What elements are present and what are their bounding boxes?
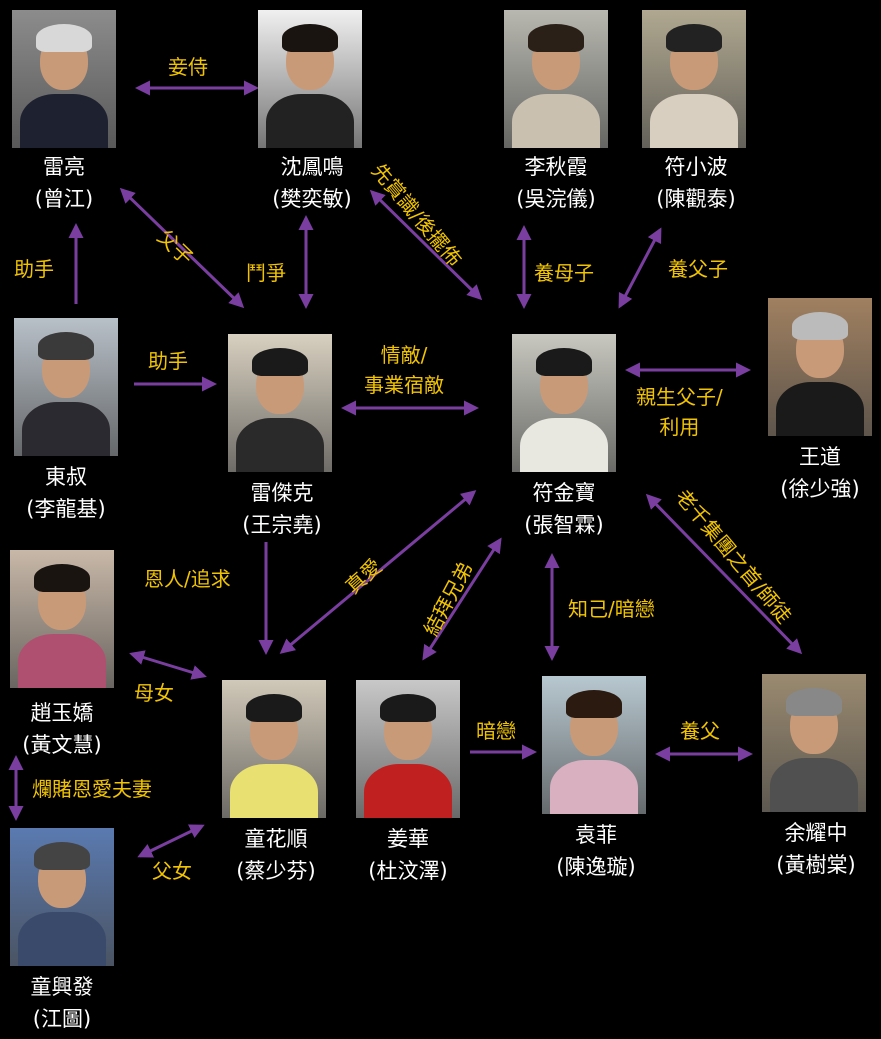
actor-name-fu-xiaobo: (陳觀泰)	[656, 187, 736, 211]
portrait-hair	[34, 842, 90, 870]
portrait-hair	[792, 312, 848, 340]
portrait-body	[22, 402, 110, 456]
portrait-body	[650, 94, 738, 148]
portrait-fu-xiaobo	[642, 10, 746, 148]
actor-name-li-qiuxia: (吳浣儀)	[516, 187, 596, 211]
relation-label-adopt-father: 養父子	[668, 257, 728, 281]
person-name-tong-xingfa: 童興發	[30, 975, 94, 999]
portrait-hair	[536, 348, 592, 376]
portrait-shen-fengming	[258, 10, 362, 148]
portrait-tong-xingfa	[10, 828, 114, 966]
actor-name-tong-huashun: (蔡少芬)	[236, 859, 316, 883]
portrait-hair	[34, 564, 90, 592]
relation-label-father-daughter: 父女	[152, 859, 192, 883]
person-name-yuan-fei: 袁菲	[575, 823, 617, 847]
person-name-tong-huashun: 童花順	[244, 827, 308, 851]
actor-name-dong-shu: (李龍基)	[26, 497, 106, 521]
arrow-true-love	[279, 490, 477, 654]
person-name-shen-fengming: 沈鳳鳴	[280, 155, 344, 179]
arrow-adopt-father	[618, 227, 662, 309]
portrait-hair	[246, 694, 302, 722]
person-name-fu-xiaobo: 符小波	[664, 155, 728, 179]
relation-label-crush: 暗戀	[476, 719, 516, 743]
portrait-hair	[38, 332, 94, 360]
portrait-li-qiuxia	[504, 10, 608, 148]
actor-name-yuan-fei: (陳逸璇)	[556, 855, 636, 879]
actor-name-jiang-hua: (杜汶澤)	[368, 859, 448, 883]
portrait-hair	[528, 24, 584, 52]
actor-name-lei-liang: (曾江)	[34, 187, 94, 211]
portrait-lei-liang	[12, 10, 116, 148]
relation-label-rival: 情敵/ 事業宿敵	[364, 343, 444, 397]
relation-label-confidant: 知己/暗戀	[568, 597, 655, 621]
person-name-yu-yaozhong: 余耀中	[784, 821, 848, 845]
portrait-lei-jieke	[228, 334, 332, 472]
portrait-body	[266, 94, 354, 148]
portrait-body	[230, 764, 318, 818]
actor-name-zhao-yujiao: (黃文慧)	[22, 733, 102, 757]
portrait-body	[18, 634, 106, 688]
portrait-tong-huashun	[222, 680, 326, 818]
portrait-hair	[282, 24, 338, 52]
portrait-dong-shu	[14, 318, 118, 456]
portrait-body	[770, 758, 858, 812]
portrait-yu-yaozhong	[762, 674, 866, 812]
portrait-body	[236, 418, 324, 472]
relation-label-adopt-mother: 養母子	[534, 261, 594, 285]
portrait-jiang-hua	[356, 680, 460, 818]
relation-label-adoptive-father: 養父	[680, 719, 720, 743]
actor-name-wang-dao: (徐少強)	[780, 477, 860, 501]
portrait-body	[776, 382, 864, 436]
person-name-lei-liang: 雷亮	[43, 155, 85, 179]
arrow-punish	[369, 189, 483, 301]
relation-label-benefactor: 恩人/追求	[144, 567, 231, 591]
actor-name-yu-yaozhong: (黃樹棠)	[776, 853, 856, 877]
portrait-zhao-yujiao	[10, 550, 114, 688]
portrait-hair	[786, 688, 842, 716]
portrait-hair	[566, 690, 622, 718]
arrow-sworn-brothers	[422, 537, 502, 661]
arrow-father-son	[119, 187, 245, 309]
portrait-hair	[252, 348, 308, 376]
person-name-zhao-yujiao: 趙玉嬌	[30, 701, 94, 725]
arrow-mother-daughter	[129, 650, 207, 680]
portrait-body	[512, 94, 600, 148]
person-name-dong-shu: 東叔	[45, 465, 87, 489]
person-name-wang-dao: 王道	[799, 445, 841, 469]
person-name-fu-jinbao: 符金寶	[532, 481, 596, 505]
portrait-body	[364, 764, 452, 818]
relation-label-assistant-2: 助手	[148, 349, 188, 373]
portrait-hair	[380, 694, 436, 722]
portrait-yuan-fei	[542, 676, 646, 814]
person-name-li-qiuxia: 李秋霞	[524, 155, 588, 179]
relation-label-bio-father: 親生父子/ 利用	[636, 385, 723, 439]
actor-name-shen-fengming: (樊奕敏)	[272, 187, 352, 211]
relation-label-concubine: 妾侍	[168, 55, 208, 79]
portrait-wang-dao	[768, 298, 872, 436]
portrait-fu-jinbao	[512, 334, 616, 472]
actor-name-lei-jieke: (王宗堯)	[242, 513, 322, 537]
arrow-boss-mentor	[645, 493, 803, 655]
actor-name-fu-jinbao: (張智霖)	[524, 513, 604, 537]
portrait-body	[18, 912, 106, 966]
relation-label-mother-daughter: 母女	[134, 681, 174, 705]
relation-label-assistant-1: 助手	[14, 257, 54, 281]
person-name-jiang-hua: 姜華	[387, 827, 429, 851]
arrow-father-daughter	[137, 824, 205, 858]
relation-label-struggle: 鬥爭	[246, 261, 286, 285]
actor-name-tong-xingfa: (江圖)	[32, 1007, 92, 1031]
portrait-body	[520, 418, 608, 472]
portrait-hair	[36, 24, 92, 52]
portrait-hair	[666, 24, 722, 52]
relation-label-gambler-couple: 爛賭恩愛夫妻	[32, 777, 152, 801]
portrait-body	[20, 94, 108, 148]
person-name-lei-jieke: 雷傑克	[250, 481, 314, 505]
portrait-body	[550, 760, 638, 814]
